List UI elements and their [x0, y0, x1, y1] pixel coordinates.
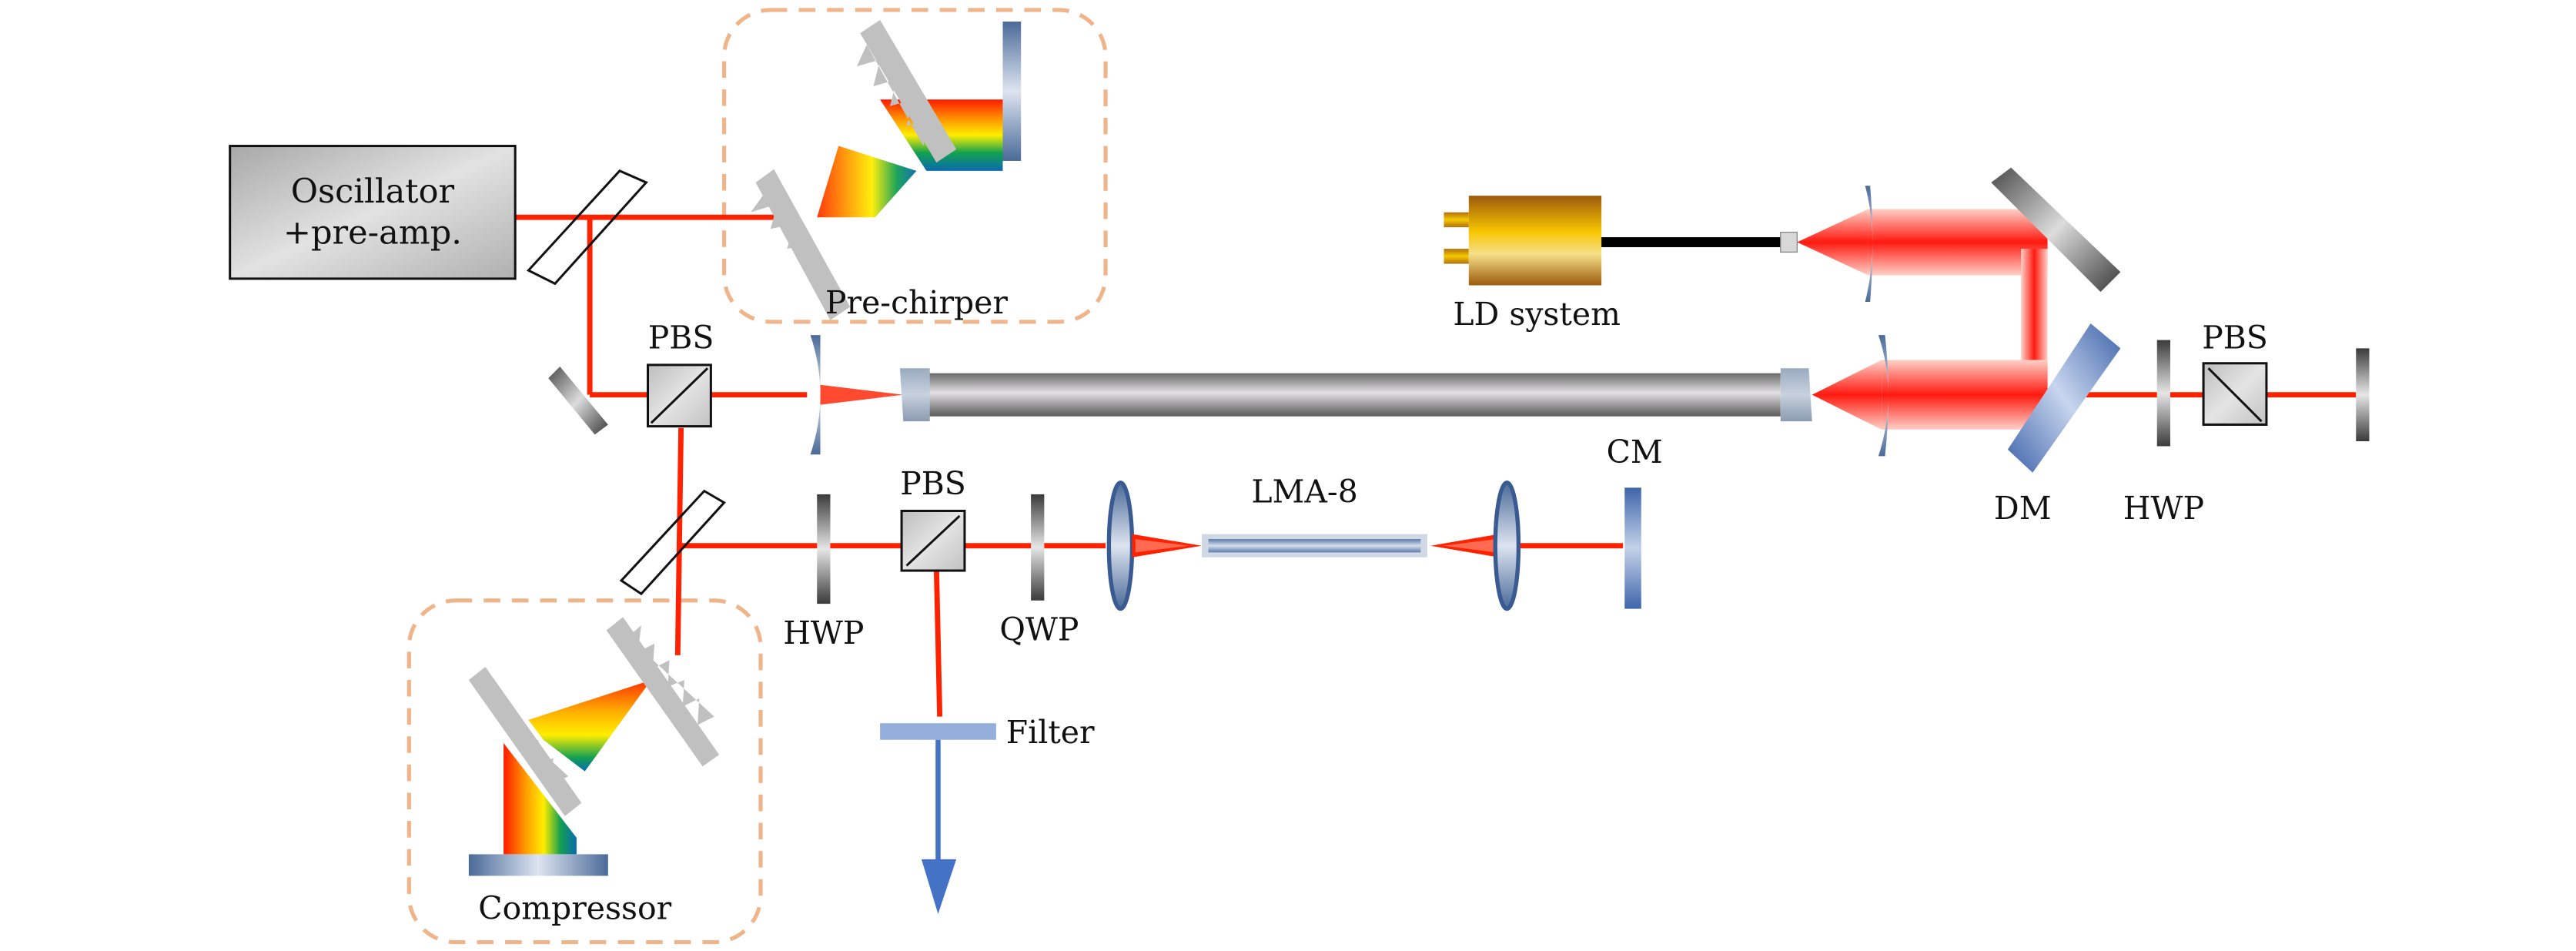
qwp-label: QWP — [999, 611, 1079, 648]
pump-beam-top — [1868, 209, 2048, 276]
pre-chirper-enclosure — [722, 8, 1108, 324]
focused-beam-left — [820, 384, 904, 405]
pump-steering-mirror — [1991, 167, 2121, 293]
delivery-fiber — [1601, 237, 1781, 247]
cm-label: CM — [1607, 434, 1663, 470]
pre-chirper-fan-beam — [817, 146, 917, 218]
hwp-right — [2156, 340, 2170, 447]
output-filter — [880, 723, 996, 740]
compressor-label: Compressor — [478, 889, 671, 926]
pre-chirper-label: Pre-chirper — [825, 284, 1008, 321]
qwp — [1031, 494, 1045, 601]
lma-coupling-lens-right — [1493, 481, 1521, 611]
fiber-end-cap-left — [899, 368, 930, 422]
beam-splitter-plate-bottom — [619, 489, 726, 596]
fiber-end-cap-right — [1780, 368, 1812, 422]
pump-cone-bottom — [1812, 360, 1882, 430]
pbs-top-label: PBS — [648, 319, 714, 356]
ld-system-label: LD system — [1453, 296, 1620, 333]
pump-beam-bottom — [1882, 360, 2048, 430]
lma8-label: LMA-8 — [1251, 474, 1357, 511]
pre-chirper-end-mirror — [1002, 22, 1022, 161]
pump-collimating-lens — [1865, 186, 1873, 303]
lma-coupling-lens-left — [1106, 481, 1135, 611]
pbs-bottom — [900, 509, 966, 572]
fiber-connector — [1780, 231, 1798, 253]
pre-chirper-grating-lower-icon — [751, 169, 851, 320]
ld-system-icon — [1444, 196, 1798, 286]
dm-label: DM — [1994, 490, 2052, 527]
oscillator-label-line2: +pre-amp. — [283, 214, 462, 253]
coupling-lens-left — [810, 335, 821, 455]
steering-mirror-left — [548, 367, 608, 435]
pump-focusing-lens — [1878, 335, 1889, 457]
beam-splitter-plate-top — [526, 169, 648, 286]
oscillator-label-line1: Oscillator — [291, 172, 455, 211]
gain-fiber-rod — [899, 368, 1812, 422]
hwp-right-label: HWP — [2123, 490, 2204, 527]
pump-cone-top — [1797, 209, 1868, 276]
hwp-bottom — [817, 494, 831, 604]
pbs-right — [2202, 362, 2268, 426]
dichroic-mirror — [2007, 323, 2121, 473]
lma8-fiber — [1201, 534, 1427, 558]
compressor-grating-lower-icon — [468, 666, 582, 816]
pre-chirper-grating-upper-icon — [856, 19, 957, 163]
pbs-right-label: PBS — [2202, 319, 2268, 356]
oscillator-preamp-box: Oscillator +pre-amp. — [229, 145, 517, 280]
output-arrow-icon — [921, 859, 957, 914]
compressor-fan-beam — [528, 680, 651, 772]
compressor-end-mirror — [468, 854, 608, 876]
filter-label: Filter — [1006, 714, 1095, 751]
chirped-mirror — [1624, 487, 1641, 609]
compressor-dispersed-beam — [503, 743, 577, 855]
compressor-grating-upper-icon — [606, 617, 720, 767]
lma-focused-beam-right-core — [1444, 539, 1496, 553]
end-mirror-right — [2356, 348, 2370, 441]
hwp-bottom-label: HWP — [783, 614, 864, 651]
pbs-top — [647, 363, 712, 428]
compressor-enclosure — [406, 598, 763, 945]
lma-focused-beam-left-core — [1135, 539, 1189, 553]
pbs-bottom-label: PBS — [900, 465, 966, 502]
